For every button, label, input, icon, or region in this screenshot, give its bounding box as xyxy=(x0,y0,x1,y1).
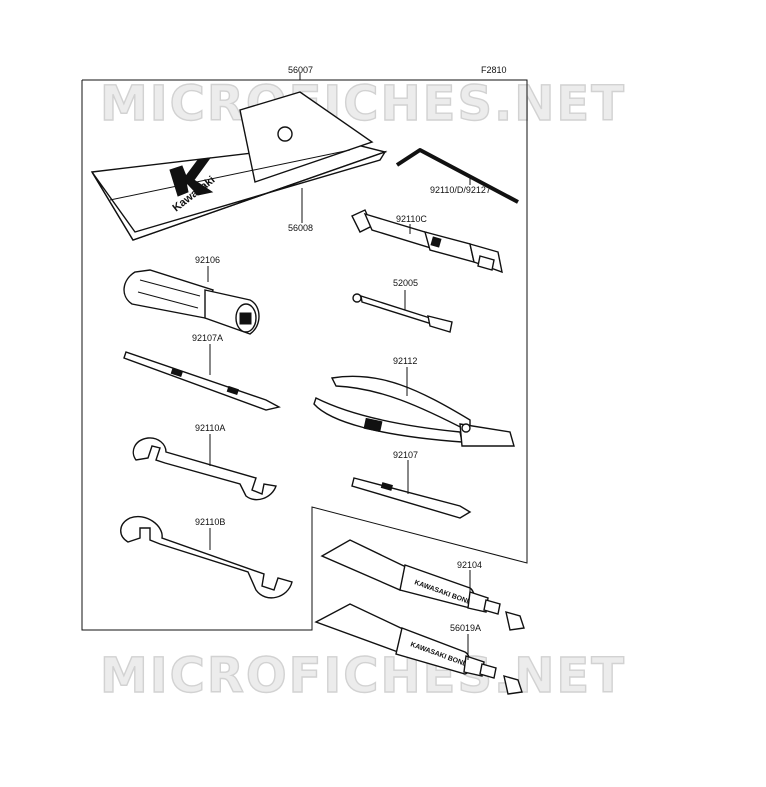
label-92110b: 92110B xyxy=(195,517,225,527)
label-52005: 52005 xyxy=(393,278,418,288)
label-92110a: 92110A xyxy=(195,423,225,433)
label-92112: 92112 xyxy=(393,356,417,366)
label-56007: 56007 xyxy=(288,65,313,75)
figure-code: F2810 xyxy=(481,65,507,75)
screwdriver-bit-a xyxy=(123,351,281,411)
pliers xyxy=(313,375,515,447)
spark-plug-wrench xyxy=(351,209,503,274)
label-92110c: 92110C xyxy=(396,214,427,224)
tool-handle xyxy=(352,293,453,333)
watermark-top: MICROFICHES.NET xyxy=(100,76,626,132)
parts-frame xyxy=(81,79,528,631)
label-92110-d-92127: 92110/D/92127 xyxy=(430,185,491,195)
open-end-wrench-b xyxy=(120,515,293,599)
watermark-bottom: MICROFICHES.NET xyxy=(100,648,626,704)
tool-pouch: Kawasaki xyxy=(90,91,388,241)
label-56008: 56008 xyxy=(288,223,313,233)
screwdriver-bit xyxy=(351,477,472,519)
hex-wrench xyxy=(395,148,519,204)
label-92107a: 92107A xyxy=(192,333,223,343)
open-end-wrench-a xyxy=(132,437,277,501)
label-56019a: 56019A xyxy=(450,623,481,633)
label-92107: 92107 xyxy=(393,450,418,460)
label-92104: 92104 xyxy=(457,560,482,570)
label-92106: 92106 xyxy=(195,255,220,265)
screwdriver-handle xyxy=(123,269,260,335)
